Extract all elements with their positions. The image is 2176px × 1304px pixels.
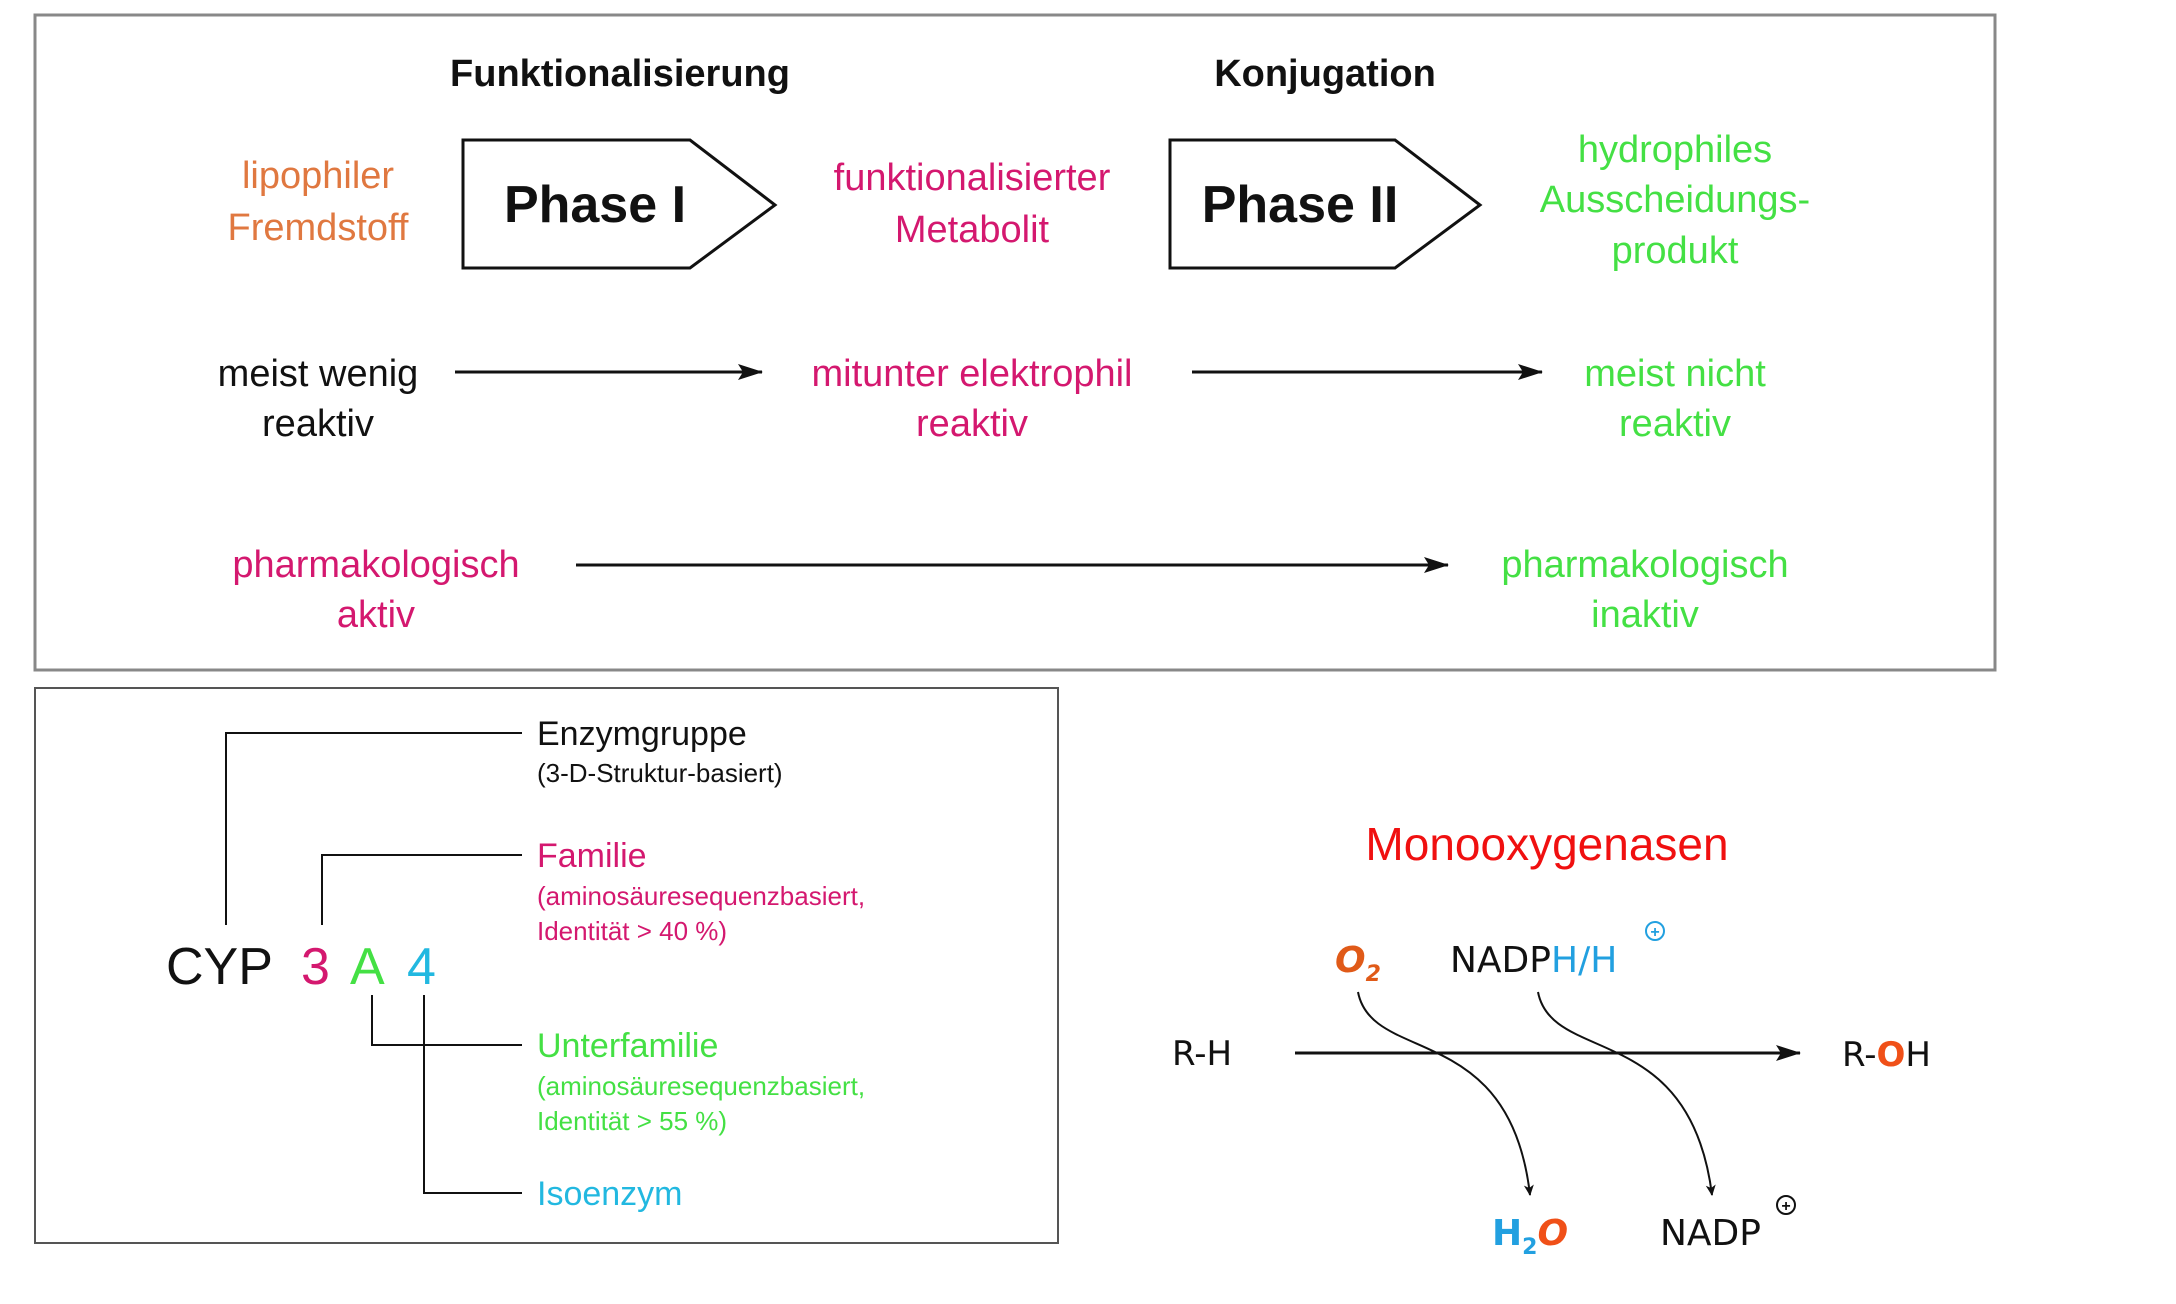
phase1-label: Phase I — [504, 176, 686, 234]
cyp-panel-frame — [34, 687, 1059, 1244]
oxygen-to-water-arrow — [1357, 991, 1534, 1196]
familie-label: Familie — [537, 837, 647, 875]
nadph-to-nadp-arrow — [1537, 991, 1716, 1196]
phase1-arrow-shape — [461, 138, 778, 270]
cyp-subfamily-letter: A — [350, 938, 385, 996]
unterfamilie-note-line1: (aminosäuresequenzbasiert, — [537, 1071, 865, 1101]
bracket-unterfamilie — [371, 995, 522, 1046]
lipophil-label-line2: Fremdstoff — [228, 207, 409, 249]
familie-note-line1: (aminosäuresequenzbasiert, — [537, 881, 865, 911]
reactivity-none-line2: reaktiv — [1619, 403, 1731, 445]
heading-konjugation: Konjugation — [1214, 53, 1436, 95]
pharma-inactive-line1: pharmakologisch — [1501, 544, 1788, 586]
hydrophil-label-line2: Ausscheidungs- — [1540, 179, 1810, 221]
phase-panel-frame — [33, 13, 1997, 672]
phase2-arrow-shape — [1168, 138, 1483, 270]
roh-product: R-OH — [1842, 1035, 1931, 1075]
pharma-inactive-line2: inaktiv — [1591, 594, 1699, 636]
water-product: H2O — [1492, 1213, 1568, 1260]
nadp-plus-icon: + — [1781, 1198, 1790, 1215]
nadp-product: NADP — [1660, 1213, 1761, 1254]
reactivity-low-line2: reaktiv — [262, 403, 374, 445]
enzymgruppe-label: Enzymgruppe — [537, 715, 747, 753]
pharma-active-line1: pharmakologisch — [232, 544, 519, 586]
isoenzym-label: Isoenzym — [537, 1175, 683, 1213]
bracket-enzymgruppe — [225, 732, 522, 925]
monooxygenase-scheme: Monooxygenasen O2 NADPH/H + R-H R-OH H2O… — [1172, 818, 1931, 1260]
reactivity-low-line1: meist wenig — [218, 353, 419, 395]
cyp-prefix: CYP — [166, 938, 273, 996]
reactivity-electrophil-line1: mitunter elektrophil — [811, 353, 1132, 395]
nadp-plus-circle — [1776, 1195, 1796, 1215]
monooxygenasen-title: Monooxygenasen — [1365, 818, 1728, 870]
bracket-familie — [321, 854, 522, 925]
proton-plus-circle — [1645, 921, 1665, 941]
metabolit-label-line2: Metabolit — [895, 209, 1050, 251]
phase-overview-panel: Funktionalisierung Konjugation lipophile… — [33, 13, 1997, 672]
cyp-family-digit: 3 — [301, 938, 330, 996]
proton-plus-icon: + — [1650, 924, 1659, 941]
heading-funktionalisierung: Funktionalisierung — [450, 53, 790, 95]
hydrophil-label-line1: hydrophiles — [1578, 129, 1772, 171]
reactivity-none-line1: meist nicht — [1584, 353, 1766, 395]
cyp-nomenclature-panel: CYP 3 A 4 Enzymgruppe (3-D-Struktur-basi… — [34, 687, 1059, 1244]
nadph-label: NADPH/H — [1450, 940, 1617, 981]
unterfamilie-note-line2: Identität > 55 %) — [537, 1106, 727, 1136]
metabolit-label-line1: funktionalisierter — [834, 157, 1111, 199]
reactivity-electrophil-line2: reaktiv — [916, 403, 1028, 445]
familie-note-line2: Identität > 40 %) — [537, 916, 727, 946]
unterfamilie-label: Unterfamilie — [537, 1027, 718, 1065]
hydrophil-label-line3: produkt — [1612, 230, 1739, 272]
pharma-active-line2: aktiv — [337, 594, 415, 636]
lipophil-label-line1: lipophiler — [242, 155, 394, 197]
bracket-isoenzym — [423, 995, 522, 1194]
rh-substrate: R-H — [1172, 1034, 1232, 1074]
enzymgruppe-note: (3-D-Struktur-basiert) — [537, 758, 783, 788]
o2-symbol: O2 — [1335, 940, 1381, 987]
phase2-label: Phase II — [1202, 176, 1399, 234]
cyp-isoenzyme-digit: 4 — [407, 938, 436, 996]
